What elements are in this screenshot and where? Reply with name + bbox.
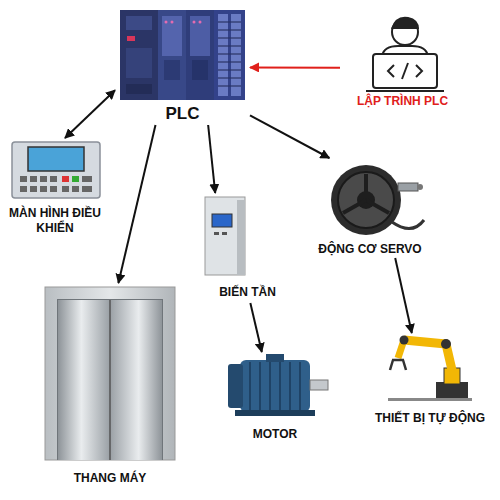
connector-arrow [250, 115, 329, 158]
node-label: THIẾT BỊ TỰ ĐỘNG [365, 411, 495, 426]
node-label: LẬP TRÌNH PLC [340, 94, 465, 109]
servo-motor [331, 165, 424, 235]
node-label: ĐỘNG CƠ SERVO [300, 242, 440, 257]
node-label: MOTOR [220, 427, 330, 442]
automation-unit: THIẾT BỊ TỰ ĐỘNG [365, 333, 495, 428]
connector-arrow [118, 125, 155, 283]
programmer-icon [366, 18, 444, 91]
plc-rack [120, 10, 245, 100]
node-label: BIẾN TẦN [200, 285, 295, 300]
servo-unit: ĐỘNG CƠ SERVO [300, 158, 440, 258]
connector-arrow [395, 258, 412, 333]
motor-unit: MOTOR [220, 352, 330, 444]
hmi-panel [12, 142, 100, 198]
connector-arrow [250, 303, 261, 352]
node-label: THANG MÁY [40, 471, 180, 486]
elevator [45, 287, 175, 460]
inverter-unit: BIẾN TẦN [200, 193, 295, 303]
node-label: MÀN HÌNH ĐIỀU KHIỂN [5, 206, 105, 236]
programming-station: LẬP TRÌNH PLC [340, 12, 465, 110]
plc-unit: PLC [115, 5, 250, 125]
electric-motor [228, 354, 328, 416]
connector-arrow [65, 90, 115, 138]
robot-arm [388, 336, 472, 402]
inverter-drive [205, 197, 245, 275]
connector-arrow [208, 125, 215, 193]
node-label: PLC [115, 103, 250, 124]
hmi-screen: MÀN HÌNH ĐIỀU KHIỂN [5, 138, 105, 243]
elevator-unit: THANG MÁY [40, 283, 180, 490]
connector-arrow [250, 66, 340, 68]
